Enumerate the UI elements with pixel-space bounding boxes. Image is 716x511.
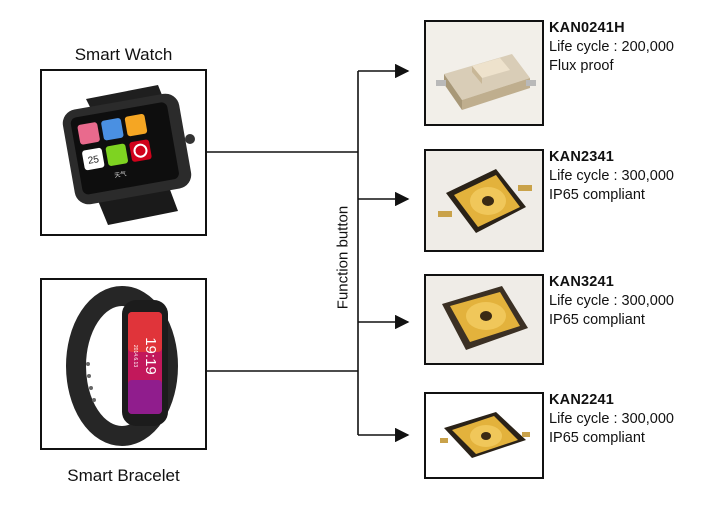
feature-text: IP65 compliant <box>549 430 645 446</box>
part-spec-3: KAN3241 Life cycle : 300,000 IP65 compli… <box>549 273 674 330</box>
part-spec-4: KAN2241 Life cycle : 300,000 IP65 compli… <box>549 391 674 448</box>
part-image-frame-1 <box>424 20 544 126</box>
life-cycle-text: Life cycle : 300,000 <box>549 168 674 184</box>
part-spec-2: KAN2341 Life cycle : 300,000 IP65 compli… <box>549 148 674 205</box>
life-cycle-text: Life cycle : 300,000 <box>549 293 674 309</box>
life-cycle-text: Life cycle : 200,000 <box>549 39 674 55</box>
smart-watch-frame: 25 天气 <box>40 69 207 236</box>
smd-switch-photo <box>426 394 542 477</box>
feature-text: IP65 compliant <box>549 187 645 203</box>
tact-switch-photo <box>426 22 542 124</box>
smart-bracelet-frame: 19:19 2014.6.13 <box>40 278 207 450</box>
part-image-frame-2 <box>424 149 544 252</box>
smart-watch-photo: 25 天气 <box>62 85 195 225</box>
life-cycle-text: Life cycle : 300,000 <box>549 411 674 427</box>
smd-switch-photo <box>426 151 542 250</box>
feature-text: IP65 compliant <box>549 312 645 328</box>
part-image-frame-3 <box>424 274 544 365</box>
part-image-frame-4 <box>424 392 544 479</box>
function-button-label: Function button <box>334 205 352 310</box>
bracelet-time: 19:19 <box>142 337 159 375</box>
watch-date-tile: 25 <box>87 154 100 167</box>
smd-switch-photo <box>426 276 542 363</box>
smart-bracelet-photo: 19:19 2014.6.13 <box>66 286 178 446</box>
bracelet-date: 2014.6.13 <box>132 345 138 367</box>
watch-weather-label: 天气 <box>114 170 127 180</box>
part-number: KAN3241 <box>549 274 615 290</box>
part-number: KAN0241H <box>549 20 625 36</box>
part-number: KAN2241 <box>549 392 615 408</box>
part-number: KAN2341 <box>549 149 615 165</box>
part-spec-1: KAN0241H Life cycle : 200,000 Flux proof <box>549 19 674 76</box>
feature-text: Flux proof <box>549 58 614 74</box>
smart-bracelet-label: Smart Bracelet <box>67 466 180 485</box>
smart-watch-label: Smart Watch <box>74 45 173 64</box>
